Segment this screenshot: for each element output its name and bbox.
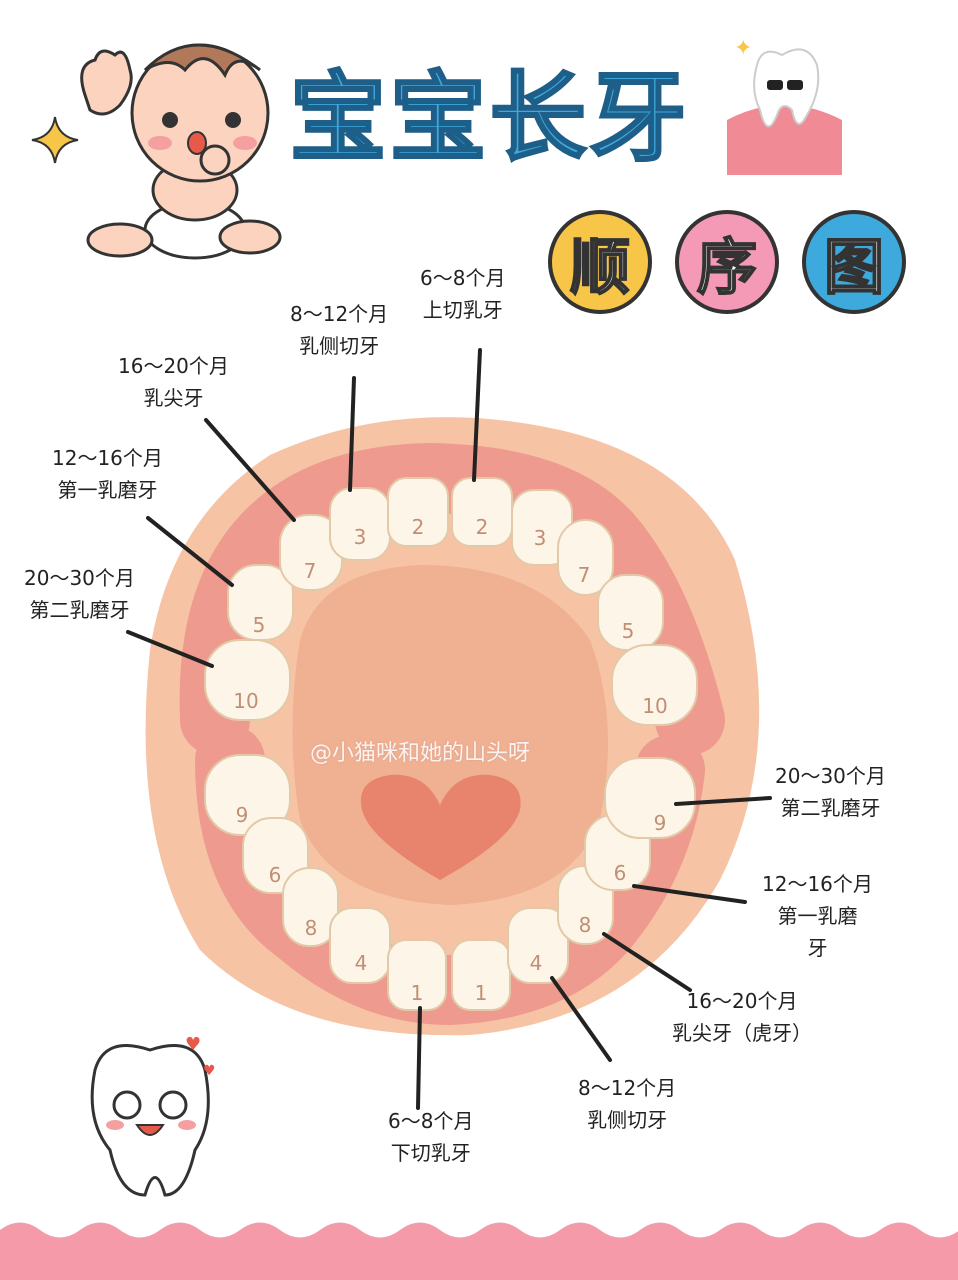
tooth-number: 8 [305, 916, 318, 940]
heart-icon [360, 774, 521, 880]
tooth-number: 9 [236, 803, 249, 827]
lower-teeth [204, 754, 696, 1011]
tooth-number: 10 [642, 694, 667, 718]
label-upper-central: 6～8个月 上切乳牙 [420, 262, 505, 326]
label-lower-first-molar: 12～16个月 第一乳磨 牙 [762, 868, 873, 964]
label-lower-lateral: 8～12个月 乳侧切牙 [578, 1072, 676, 1136]
tooth-number: 8 [579, 913, 592, 937]
label-age: 16～20个月 [686, 989, 798, 1013]
label-tooth-name: 第二乳磨牙 [780, 796, 881, 820]
tooth-number: 10 [233, 689, 258, 713]
svg-text:✦: ✦ [734, 36, 752, 61]
lower-tooth-numbers: 9 6 8 4 1 1 4 8 6 9 [236, 803, 667, 1005]
svg-text:♥: ♥ [185, 1034, 201, 1055]
label-tooth-name: 乳尖牙 [143, 386, 204, 410]
wavy-footer [0, 1222, 958, 1280]
tooth-number: 1 [475, 981, 488, 1005]
label-upper-first-molar: 12～16个月 第一乳磨牙 [52, 442, 163, 506]
label-tooth-name: 乳侧切牙 [587, 1108, 668, 1132]
tooth-sunglasses-icon: ✦ [727, 36, 842, 175]
lower-tooth-1-left [387, 939, 447, 1011]
tooth-number: 4 [530, 951, 543, 975]
lower-tooth-4-right [507, 907, 569, 984]
lower-tooth-8-left [282, 867, 339, 947]
label-upper-lateral: 8～12个月 乳侧切牙 [290, 298, 388, 362]
upper-tooth-numbers: 10 5 7 3 2 2 3 7 5 10 [233, 515, 667, 718]
baby-illustration [80, 43, 282, 260]
tooth-number: 3 [354, 525, 367, 549]
tooth-number: 5 [253, 613, 266, 637]
upper-teeth [204, 477, 698, 726]
tooth-number: 7 [578, 563, 591, 587]
label-tooth-name-cont: 牙 [807, 936, 828, 960]
label-tooth-name: 第一乳磨牙 [57, 478, 158, 502]
label-age: 8～12个月 [290, 302, 389, 326]
lower-tooth-1-right [451, 939, 511, 1011]
lower-tooth-4-left [329, 907, 391, 984]
badge-chart: 图 [802, 210, 906, 314]
page-title: 宝宝长牙 [289, 61, 690, 176]
label-tooth-name: 上切乳牙 [422, 298, 503, 322]
sparkle-icon [31, 116, 79, 164]
label-lower-canine: 16～20个月 乳尖牙（虎牙） [672, 985, 812, 1049]
label-tooth-name: 乳尖牙（虎牙） [672, 1021, 812, 1045]
label-age: 20～30个月 [24, 566, 135, 590]
label-age: 8～12个月 [578, 1076, 677, 1100]
tooth-number: 4 [355, 951, 368, 975]
upper-tooth-10-left [204, 639, 291, 721]
label-age: 6～8个月 [420, 266, 506, 290]
watermark: @小猫咪和她的山头呀 [310, 741, 531, 766]
upper-tooth-7-right [557, 519, 614, 596]
tooth-number: 5 [622, 619, 635, 643]
label-tooth-name: 第二乳磨牙 [29, 598, 130, 622]
label-tooth-name: 乳侧切牙 [299, 334, 380, 358]
tooth-number: 7 [304, 559, 317, 583]
badge-sequence: 序 [675, 210, 779, 314]
upper-tooth-3-left [329, 487, 391, 561]
upper-tooth-5-left [227, 564, 294, 641]
label-tooth-name: 第一乳磨 [777, 904, 858, 928]
tooth-number: 6 [614, 861, 627, 885]
label-age: 12～16个月 [762, 872, 873, 896]
label-age: 12～16个月 [52, 446, 163, 470]
upper-tooth-2-left [387, 477, 449, 547]
label-upper-canine: 16～20个月 乳尖牙 [118, 350, 229, 414]
upper-tooth-10-right [611, 644, 698, 726]
svg-text:♥: ♥ [203, 1063, 216, 1079]
tooth-number: 3 [534, 526, 547, 550]
label-lower-second-molar: 20～30个月 第二乳磨牙 [775, 760, 886, 824]
label-age: 20～30个月 [775, 764, 886, 788]
label-lower-central: 6～8个月 下切乳牙 [388, 1105, 473, 1169]
label-upper-second-molar: 20～30个月 第二乳磨牙 [24, 562, 135, 626]
lower-tooth-9-right [604, 757, 696, 839]
label-age: 16～20个月 [118, 354, 229, 378]
label-tooth-name: 下切乳牙 [390, 1141, 471, 1165]
badge-order: 顺 [548, 210, 652, 314]
happy-tooth-icon: ♥ ♥ [90, 1034, 216, 1197]
tooth-number: 2 [476, 515, 489, 539]
tooth-number: 2 [412, 515, 425, 539]
tooth-number: 6 [269, 863, 282, 887]
leader-lines [126, 348, 772, 1110]
tooth-number: 9 [654, 811, 667, 835]
label-age: 6～8个月 [388, 1109, 474, 1133]
tooth-number: 1 [411, 981, 424, 1005]
